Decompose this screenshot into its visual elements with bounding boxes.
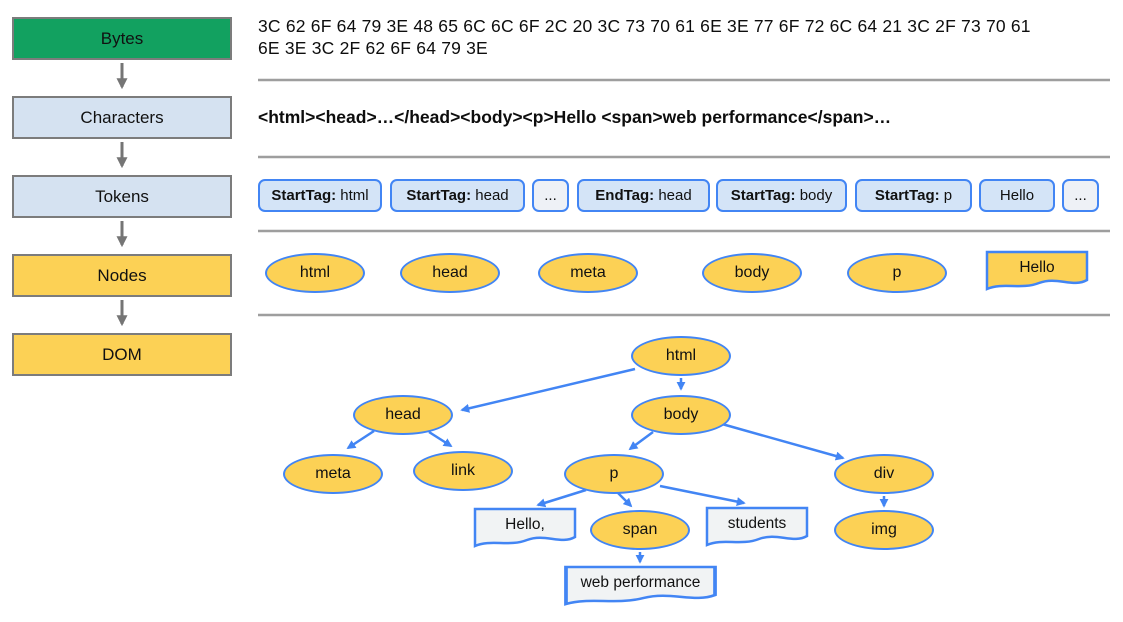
node-ellipse-body: body: [702, 253, 802, 293]
dom-edge-body-p: [628, 430, 654, 451]
dom-textnode-hello: Hello,: [473, 507, 577, 549]
node-ellipse-meta: meta: [538, 253, 638, 293]
node-textnode-hello: Hello: [985, 250, 1089, 292]
pipeline-stage-tokens: Tokens: [12, 175, 232, 218]
pipeline-stage-dom: DOM: [12, 333, 232, 376]
node-ellipse-p: p: [847, 253, 947, 293]
pipeline-stage-characters-label: Characters: [80, 107, 164, 127]
dom-node-link: link: [413, 451, 513, 491]
dom-node-span: span: [590, 510, 690, 550]
hex-byte-stream-line1: 3C 62 6F 64 79 3E 48 65 6C 6C 6F 2C 20 3…: [258, 16, 1031, 36]
node-ellipse-html: html: [265, 253, 365, 293]
hex-byte-stream-line2: 6E 3E 3C 2F 62 6F 64 79 3E: [258, 38, 488, 58]
pipeline-stage-tokens-label: Tokens: [95, 186, 149, 206]
dom-edge-p-students: [659, 484, 746, 506]
token-starttag-body: StartTag:body: [716, 179, 847, 212]
dom-textnode-students: students: [705, 506, 809, 548]
dom-node-img: img: [834, 510, 934, 550]
pipeline-stage-characters: Characters: [12, 96, 232, 139]
pipeline-stage-bytes-label: Bytes: [100, 28, 144, 48]
token-ellipsis-1: ...: [532, 179, 569, 212]
pipeline-stage-bytes: Bytes: [12, 17, 232, 60]
token-endtag-head: EndTag:head: [577, 179, 710, 212]
dom-edge-body-div: [721, 422, 845, 461]
dom-edge-html-head: [460, 367, 636, 413]
document-shape: [473, 507, 577, 548]
pipeline-stage-nodes-label: Nodes: [97, 265, 147, 285]
document-shape: [705, 506, 809, 547]
token-ellipsis-2: ...: [1062, 179, 1099, 212]
dom-edge-p-hello: [536, 488, 587, 508]
dom-edge-p-span: [617, 492, 633, 508]
node-ellipse-head: head: [400, 253, 500, 293]
token-starttag-p: StartTag:p: [855, 179, 972, 212]
dom-node-head: head: [353, 395, 453, 435]
pipeline-stage-nodes: Nodes: [12, 254, 232, 297]
dom-node-html: html: [631, 336, 731, 376]
pipeline-stage-dom-label: DOM: [102, 344, 142, 364]
dom-edge-head-link: [428, 430, 453, 448]
token-starttag-html: StartTag:html: [258, 179, 382, 212]
dom-edge-head-meta: [346, 429, 375, 450]
dom-node-body: body: [631, 395, 731, 435]
document-shape: [985, 250, 1089, 291]
document-shape: [564, 565, 717, 606]
token-text-hello: Hello: [979, 179, 1055, 212]
token-starttag-head: StartTag:head: [390, 179, 525, 212]
dom-node-div: div: [834, 454, 934, 494]
dom-node-meta: meta: [283, 454, 383, 494]
character-stream: <html><head>…</head><body><p>Hello <span…: [258, 107, 892, 127]
dom-textnode-web-performance: web performance: [563, 565, 718, 607]
dom-node-p: p: [564, 454, 664, 494]
